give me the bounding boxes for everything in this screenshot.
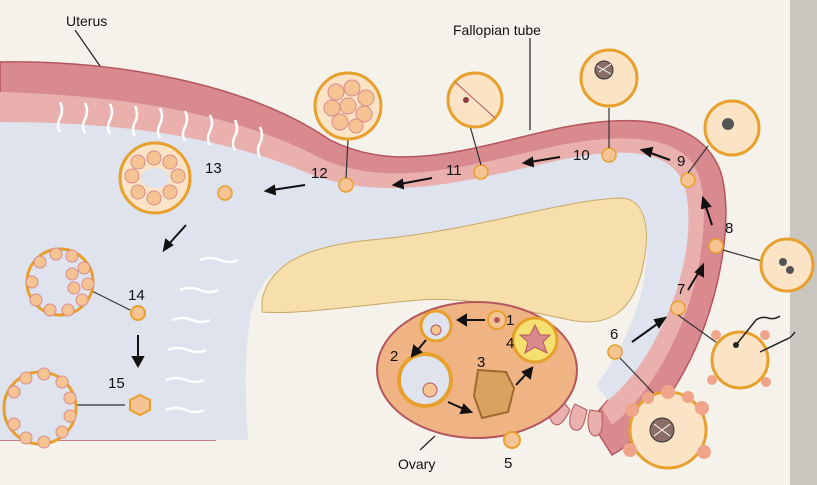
stage-13-number: 13: [205, 160, 222, 177]
stage-8-number: 8: [725, 220, 733, 237]
stage-9-number: 9: [677, 153, 685, 170]
stage-1-number: 1: [506, 312, 514, 329]
stage-5-number: 5: [504, 455, 512, 472]
stage-14-blastocyst: [131, 306, 145, 320]
stage-5-oocyte: [504, 432, 520, 448]
stage-6-oocyte: [608, 345, 622, 359]
stage-10-two-cell: [602, 148, 616, 162]
stage-7-zygote: [671, 301, 685, 315]
stage-13-early-blastocyst: [218, 186, 232, 200]
ovary-label: Ovary: [398, 456, 435, 472]
stage-15-implanting: [130, 395, 150, 415]
fallopian-tube-label: Fallopian tube: [453, 22, 541, 38]
stage-6-number: 6: [610, 326, 618, 343]
stage-11-four-cell: [474, 165, 488, 179]
uterus-label: Uterus: [66, 13, 107, 29]
stage-8-zygote: [709, 239, 723, 253]
stage-15-number: 15: [108, 375, 125, 392]
stage-3-number: 3: [477, 354, 485, 371]
stage-12-number: 12: [311, 165, 328, 182]
stage-4-number: 4: [506, 335, 514, 352]
stage-10-number: 10: [573, 147, 590, 164]
callout-stage-8: [761, 239, 813, 291]
stage-12-morula: [339, 178, 353, 192]
stage-2-follicle-large: [399, 354, 451, 406]
stage-7-number: 7: [677, 281, 685, 298]
stage-3-ovulated-follicle: [474, 370, 514, 418]
stage-14-number: 14: [128, 287, 145, 304]
stage-2-number: 2: [390, 348, 398, 365]
stage-9-zygote: [681, 173, 695, 187]
stage-11-number: 11: [446, 162, 462, 179]
